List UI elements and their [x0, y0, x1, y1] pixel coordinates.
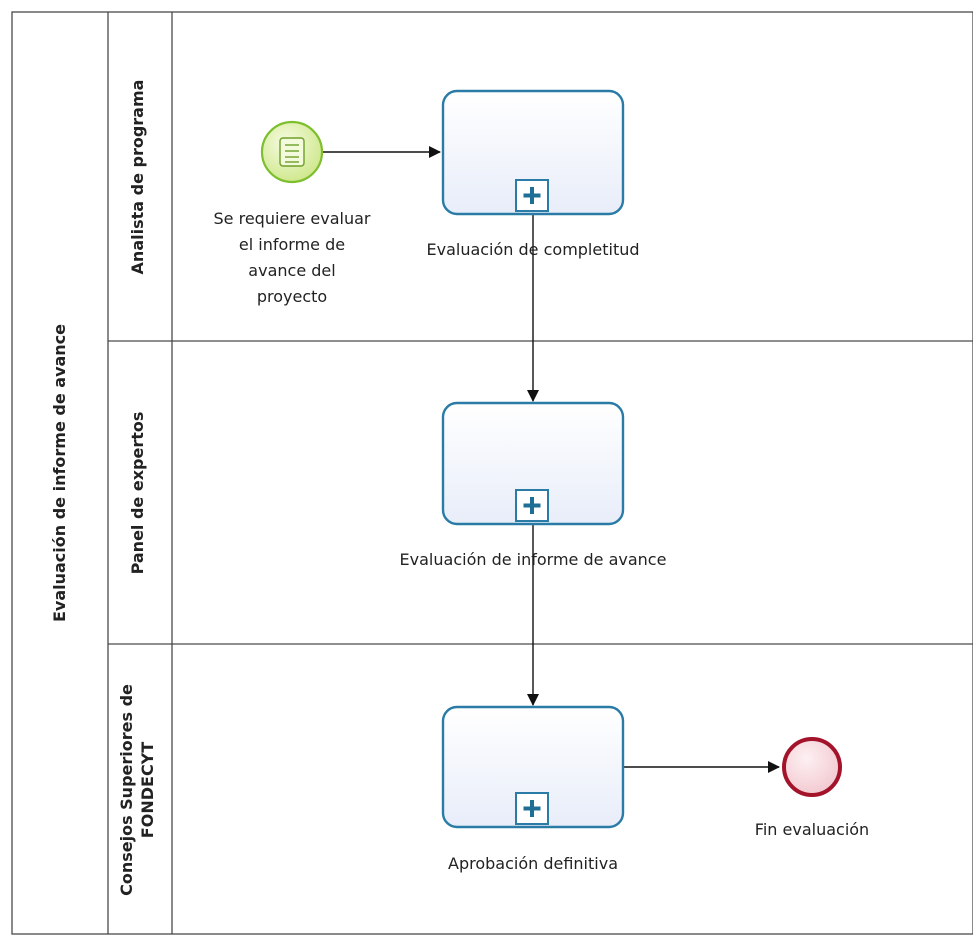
start-event-label-line-2: el informe de: [239, 235, 345, 254]
task-label-informe: Evaluación de informe de avance: [400, 550, 667, 569]
task-label-completitud: Evaluación de completitud: [426, 240, 639, 259]
lane-label-consejos-line-1: Consejos Superiores de: [117, 684, 136, 896]
end-event[interactable]: [782, 737, 842, 797]
task-label-aprobacion: Aprobación definitiva: [448, 854, 618, 873]
start-event[interactable]: [260, 120, 324, 184]
end-event-label: Fin evaluación: [755, 820, 869, 839]
plus-icon: [515, 489, 549, 522]
task-evaluacion-informe[interactable]: [441, 401, 625, 526]
start-event-label: Se requiere evaluar el informe de avance…: [214, 209, 371, 306]
task-evaluacion-completitud[interactable]: [441, 89, 625, 216]
pool-border: [11, 11, 973, 935]
plus-icon: [515, 792, 549, 825]
start-event-label-line-1: Se requiere evaluar: [214, 209, 371, 228]
plus-icon: [515, 179, 549, 212]
lane-label-analista: Analista de programa: [128, 80, 147, 275]
start-event-label-line-3: avance del: [248, 261, 335, 280]
document-icon: [279, 137, 305, 167]
pool-label: Evaluación de informe de avance: [50, 324, 69, 622]
end-event-circle: [782, 737, 842, 797]
task-aprobacion-definitiva[interactable]: [441, 705, 625, 829]
sequence-flows: [322, 146, 780, 773]
pool: [11, 11, 973, 935]
start-event-label-line-4: proyecto: [257, 287, 327, 306]
lane-label-consejos-line-2: FONDECYT: [138, 742, 157, 838]
lane-label-panel: Panel de expertos: [128, 412, 147, 575]
